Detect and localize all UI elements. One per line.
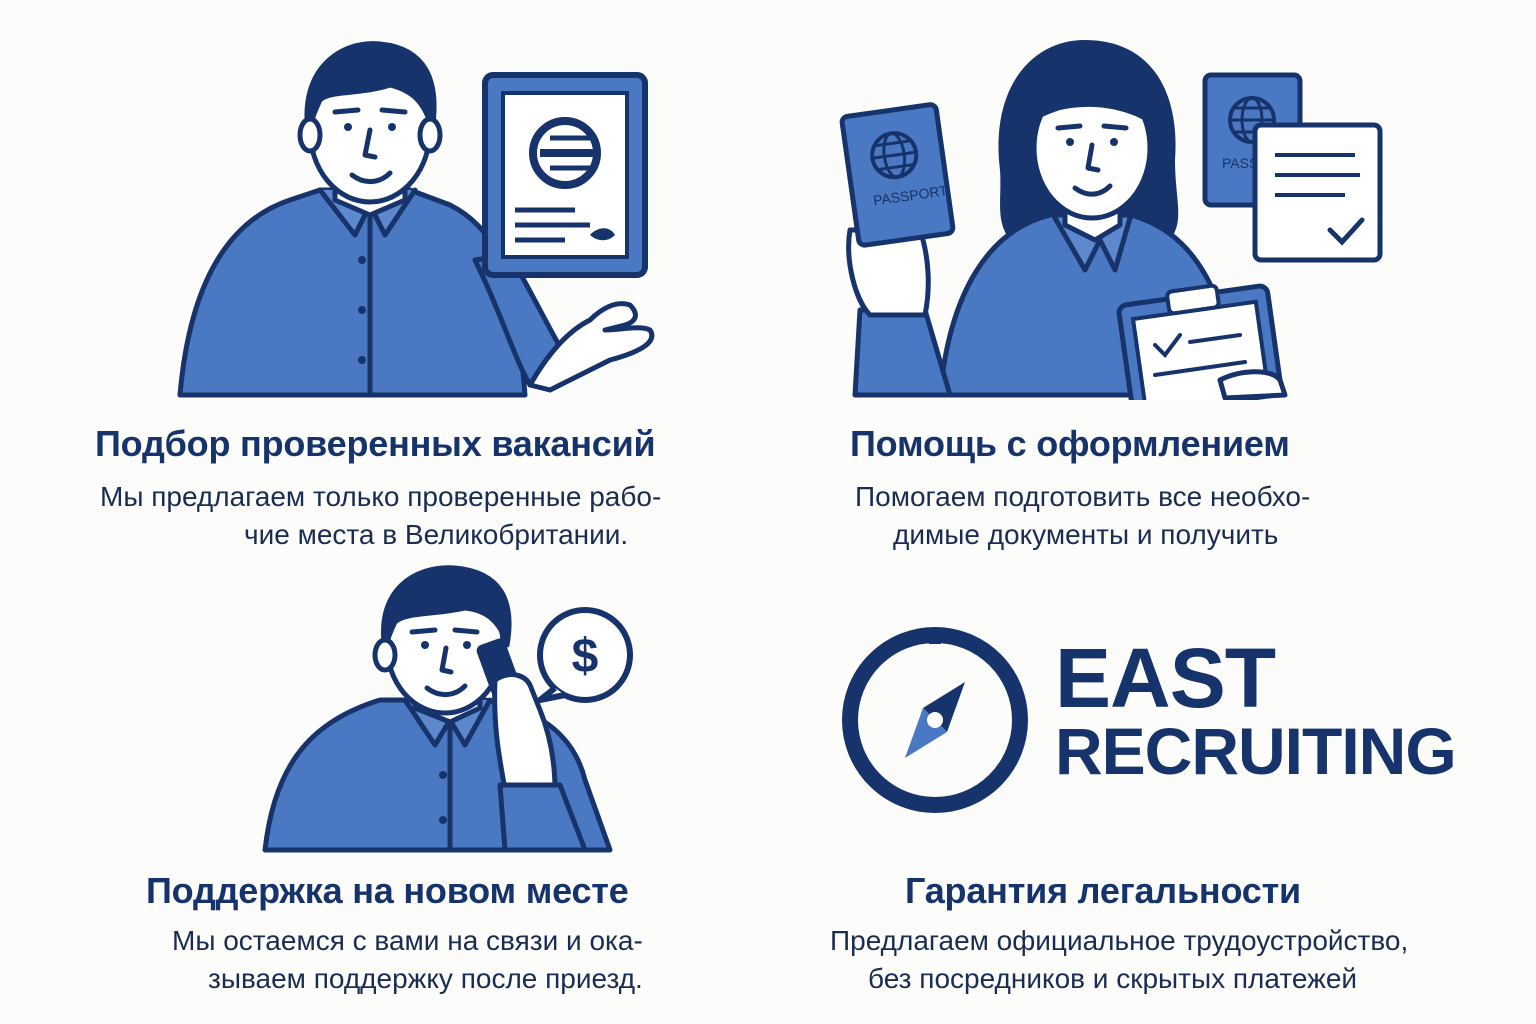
feature-title-legality: Гарантия легальности bbox=[905, 870, 1301, 911]
dollar-bubble-icon: $ bbox=[537, 607, 633, 703]
feature-desc-support: Мы остаемся с вами на связи и ока- зывае… bbox=[172, 922, 643, 998]
illustration-support: $ bbox=[262, 565, 633, 853]
illustration-documents-help: PASSPORT PASSPORT bbox=[839, 40, 1383, 400]
feature-desc-line: без посредников и скрытых платежей bbox=[868, 963, 1358, 994]
checkmark-icon bbox=[1327, 217, 1365, 246]
brand-name-line2: RECRUITING bbox=[1055, 714, 1457, 788]
feature-desc-line: димые документы и получить bbox=[893, 519, 1279, 550]
feature-desc-line: Мы предлагаем только проверенные рабо- bbox=[100, 481, 662, 512]
illustration-vacancy-selection bbox=[177, 41, 655, 398]
contract-icon bbox=[482, 72, 648, 278]
feature-desc-line: чие места в Великобритании. bbox=[244, 519, 629, 550]
feature-desc-line: Предлагаем официальное трудоустройство, bbox=[830, 925, 1409, 956]
passport-icon: PASSPORT bbox=[839, 102, 956, 248]
feature-desc-line: Мы остаемся с вами на связи и ока- bbox=[172, 925, 643, 956]
feature-desc-legality: Предлагаем официальное трудоустройство, … bbox=[830, 922, 1408, 998]
feature-title-documents: Помощь с оформлением bbox=[850, 423, 1290, 464]
feature-desc-documents: Помогаем подготовить все необхо- димые д… bbox=[855, 478, 1310, 554]
feature-desc-line: зываем поддержку после приезд. bbox=[208, 963, 643, 994]
globe-icon bbox=[870, 131, 919, 180]
feature-desc-vacancies: Мы предлагаем только проверенные рабо- ч… bbox=[100, 478, 661, 554]
currency-symbol: $ bbox=[572, 630, 599, 683]
compass-icon bbox=[842, 627, 1028, 813]
globe-icon bbox=[1228, 96, 1276, 144]
brand-name-line1: EAST bbox=[1055, 631, 1276, 725]
feature-title-support: Поддержка на новом месте bbox=[146, 870, 629, 911]
feature-title-vacancies: Подбор проверенных вакансий bbox=[95, 423, 656, 464]
feature-desc-line: Помогаем подготовить все необхо- bbox=[855, 481, 1311, 512]
